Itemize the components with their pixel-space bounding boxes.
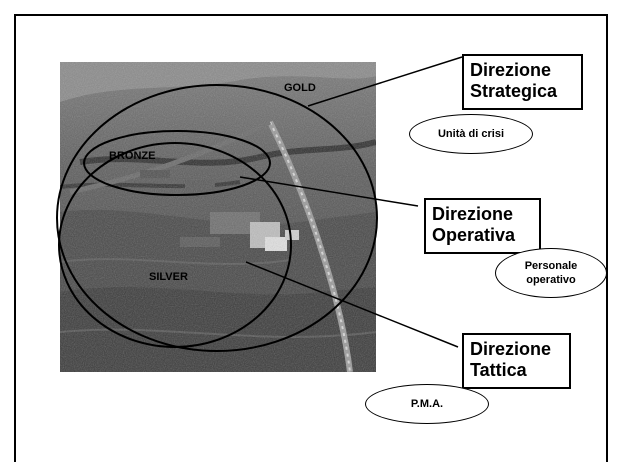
oval-personale-line1: Personale	[524, 260, 578, 272]
oval-unita-di-crisi: Unità di crisi	[409, 114, 533, 154]
aerial-photo	[60, 62, 376, 372]
box-strategica-line2: Strategica	[470, 81, 558, 101]
oval-personale-line2: operativo	[526, 274, 576, 286]
oval-pma-text: P.M.A.	[410, 398, 444, 410]
box-direzione-strategica: Direzione Strategica	[462, 54, 583, 110]
box-strategica-line1: Direzione	[470, 60, 552, 80]
silver-label: SILVER	[149, 271, 188, 283]
oval-personale-operativo: Personale operativo	[495, 248, 607, 298]
box-direzione-operativa: Direzione Operativa	[424, 198, 541, 254]
oval-unita-text: Unità di crisi	[437, 128, 505, 140]
box-operativa-line2: Operativa	[432, 225, 516, 245]
box-direzione-tattica: Direzione Tattica	[462, 333, 571, 389]
box-tattica-line1: Direzione	[470, 339, 552, 359]
oval-pma: P.M.A.	[365, 384, 489, 424]
box-operativa-line1: Direzione	[432, 204, 514, 224]
bronze-label: BRONZE	[109, 150, 156, 162]
gold-label: GOLD	[284, 82, 316, 94]
slide-frame	[14, 14, 608, 462]
box-tattica-line2: Tattica	[470, 360, 527, 380]
